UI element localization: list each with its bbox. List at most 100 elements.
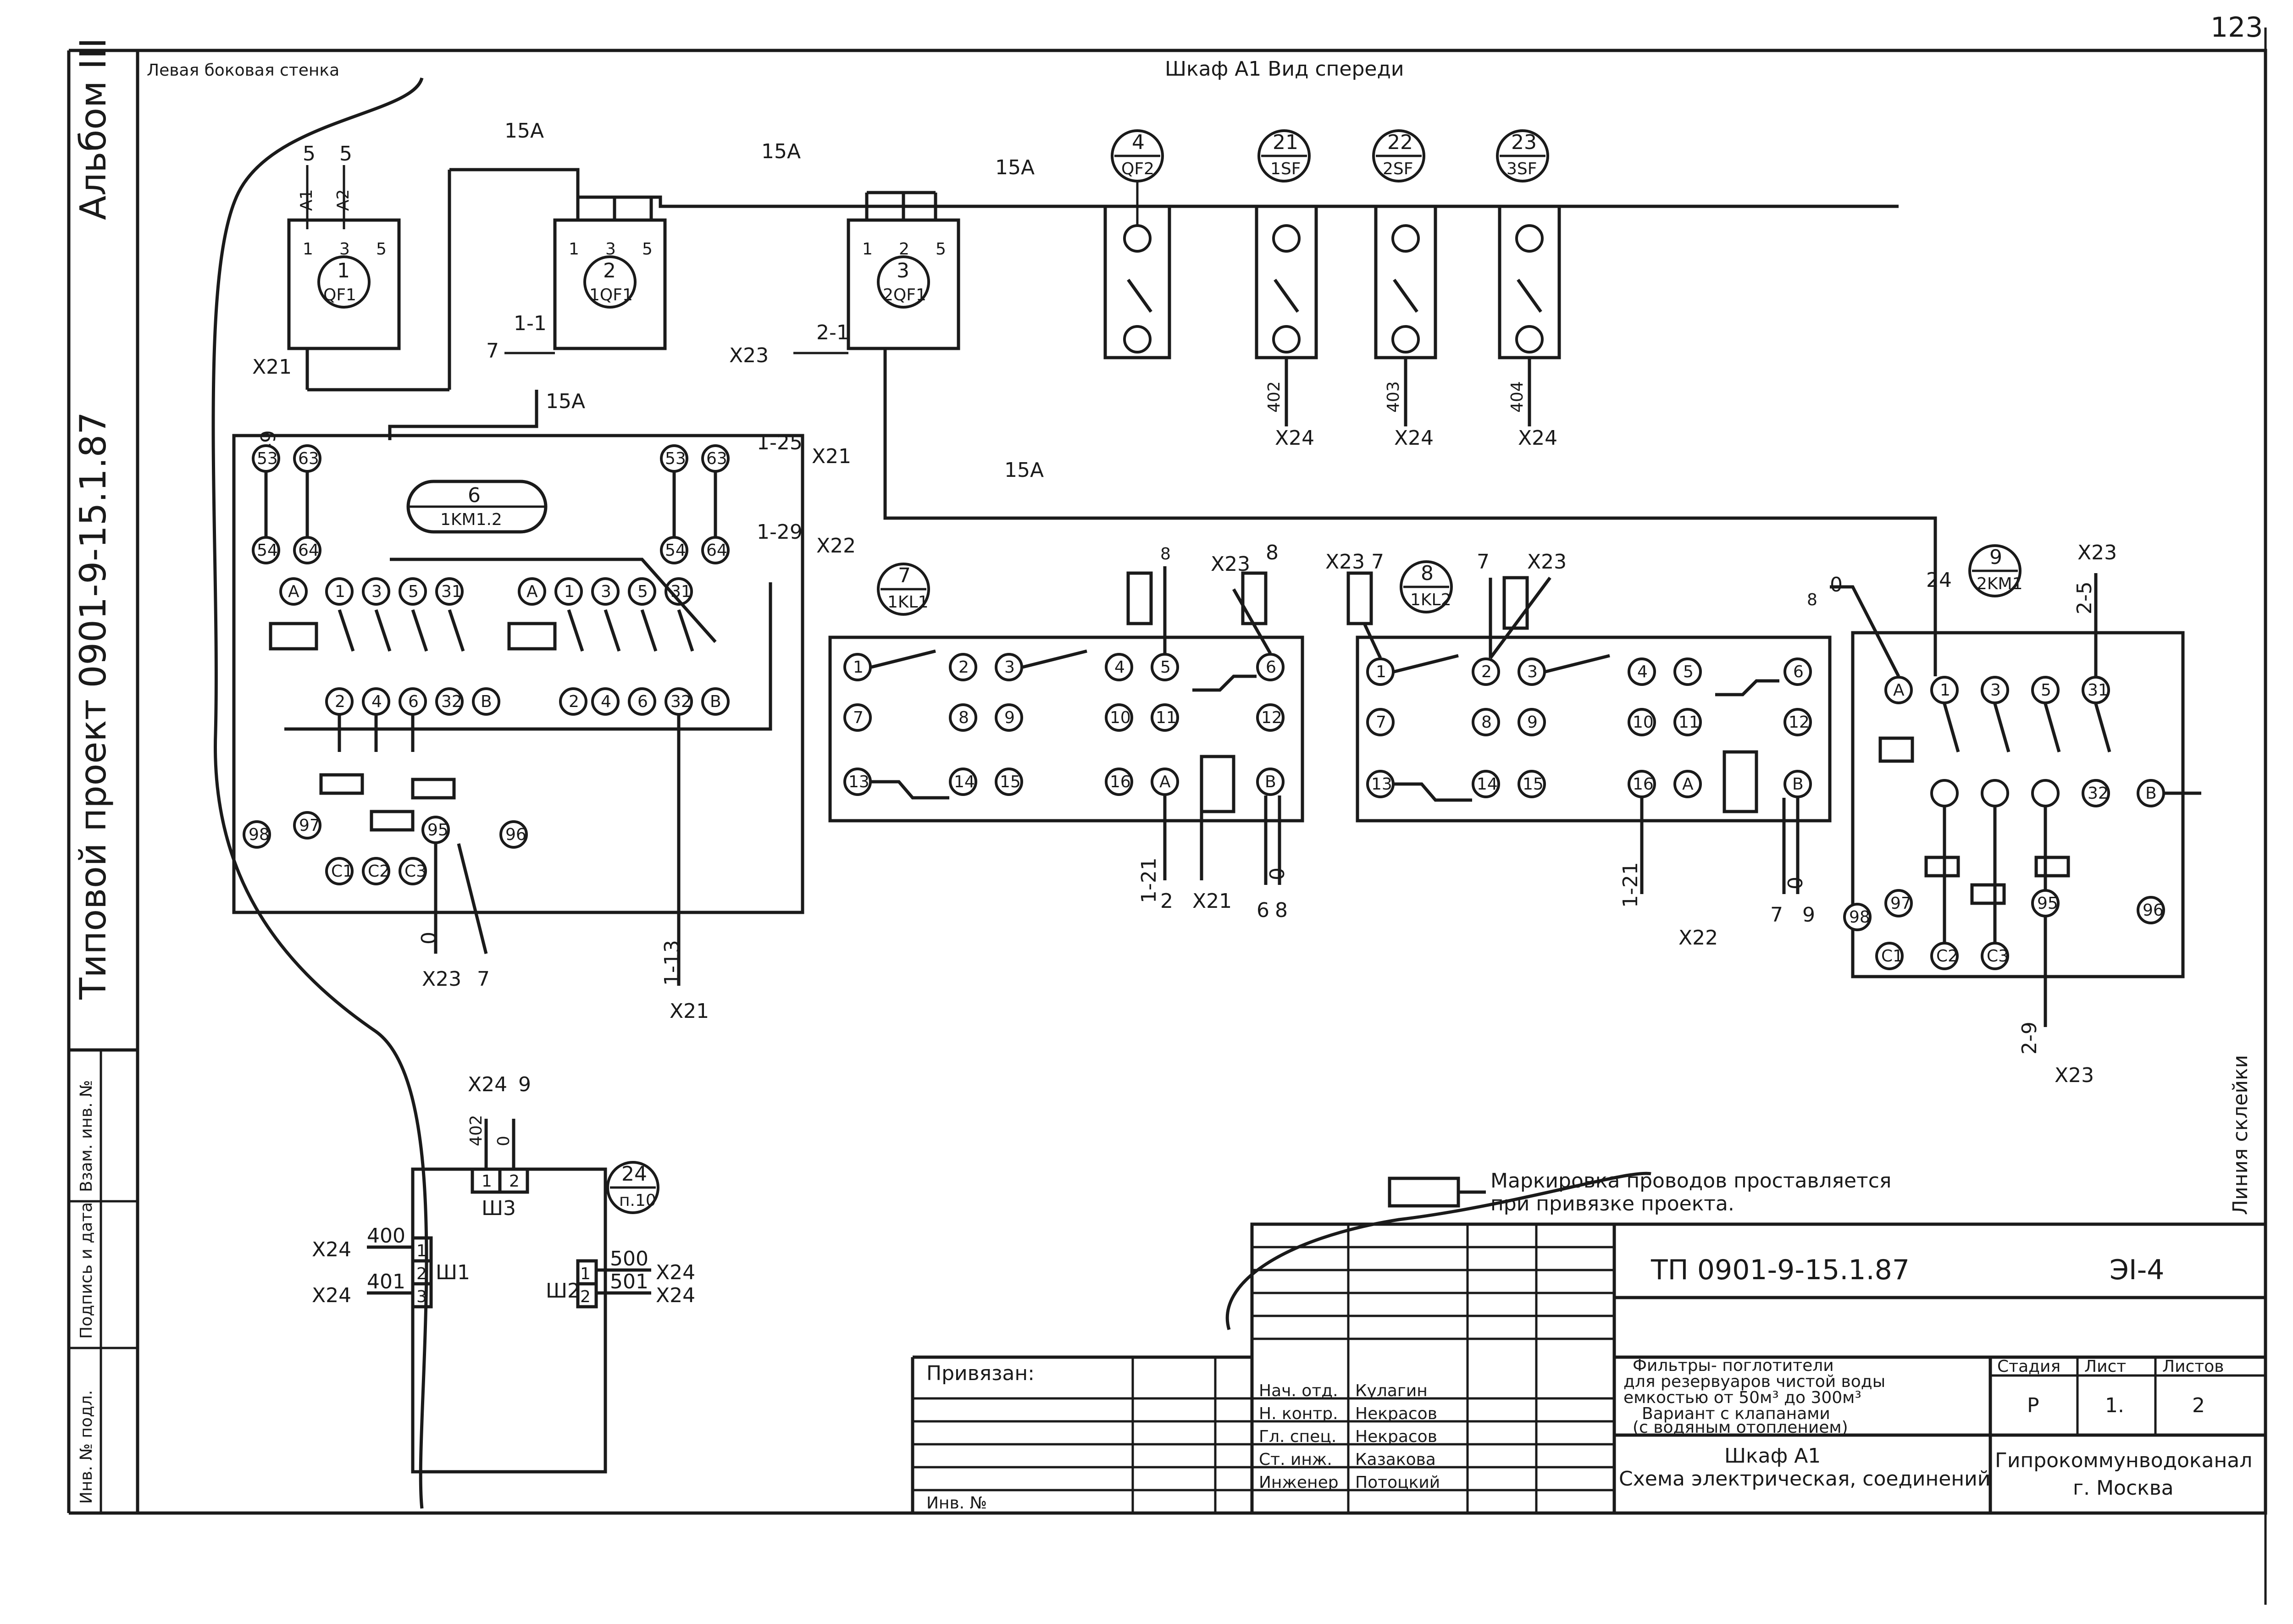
- top-note: Шкаф А1 Вид спереди: [1165, 57, 1404, 81]
- svg-text:Нач. отд.: Нач. отд.: [1259, 1381, 1338, 1400]
- svg-text:7: 7: [1770, 903, 1783, 927]
- svg-text:B: B: [1792, 775, 1804, 794]
- svg-text:54: 54: [257, 541, 278, 560]
- svg-text:8: 8: [1421, 562, 1434, 585]
- svg-text:4: 4: [1637, 663, 1648, 681]
- svg-text:X23: X23: [422, 967, 461, 991]
- svg-text:1KM1.2: 1KM1.2: [440, 510, 502, 529]
- svg-text:X24: X24: [1275, 426, 1314, 450]
- breaker-3sf: 23 3SF 404 X24: [1496, 129, 1561, 450]
- svg-text:X24: X24: [312, 1238, 351, 1261]
- svg-text:3: 3: [371, 582, 382, 601]
- svg-text:C3: C3: [1987, 947, 2009, 966]
- svg-text:6: 6: [637, 692, 648, 711]
- panel-cut-outline: [1225, 1171, 1651, 1331]
- svg-text:Казакова: Казакова: [1355, 1450, 1436, 1469]
- svg-text:2-9: 2-9: [2018, 1022, 2041, 1055]
- svg-text:X24: X24: [656, 1261, 695, 1284]
- aux-contacts-right: 53 63 54 64: [660, 444, 730, 564]
- svg-text:3: 3: [1004, 658, 1015, 677]
- svg-text:31: 31: [2088, 681, 2109, 700]
- svg-text:X21: X21: [812, 445, 851, 468]
- svg-text:Схема электрическая, соединени: Схема электрическая, соединений: [1619, 1467, 1990, 1491]
- svg-text:402: 402: [1265, 381, 1284, 413]
- svg-text:A: A: [1893, 681, 1905, 700]
- svg-text:1-21: 1-21: [1137, 857, 1161, 903]
- relay-1kl1: 7 1KL1: [828, 563, 1304, 823]
- main-bus: [449, 168, 1899, 208]
- svg-text:Фильтры- поглотители: Фильтры- поглотители: [1633, 1356, 1834, 1375]
- svg-text:5: 5: [408, 582, 419, 601]
- svg-text:12: 12: [1789, 713, 1810, 732]
- svg-text:21: 21: [1273, 131, 1298, 154]
- svg-text:10: 10: [1110, 708, 1131, 727]
- svg-text:для резервуаров чистой воды: для резервуаров чистой воды: [1623, 1372, 1885, 1391]
- svg-text:11: 11: [1156, 708, 1177, 727]
- svg-text:Р: Р: [2027, 1394, 2039, 1417]
- svg-text:1KL1: 1KL1: [887, 593, 928, 612]
- relay-1kl2: 8 1KL2: [1356, 560, 1832, 823]
- svg-text:3SF: 3SF: [1507, 160, 1537, 178]
- svg-text:Стадия: Стадия: [1997, 1357, 2060, 1376]
- svg-text:95: 95: [427, 821, 449, 840]
- svg-text:1SF: 1SF: [1270, 160, 1301, 178]
- svg-text:Инженер: Инженер: [1259, 1473, 1339, 1492]
- relay-1kl2-pins: 1 2 3 4 5 6 7 8 9 10 11 12 13 14 15 16 A…: [1366, 657, 1812, 798]
- svg-text:Листов: Листов: [2162, 1357, 2224, 1376]
- svg-text:53: 53: [665, 449, 686, 468]
- svg-text:Гипрокоммунводоканал: Гипрокоммунводоканал: [1995, 1449, 2252, 1472]
- svg-text:1: 1: [482, 1172, 492, 1191]
- svg-text:X24: X24: [312, 1284, 351, 1307]
- svg-text:X22: X22: [1678, 926, 1718, 950]
- svg-text:3: 3: [1990, 681, 2001, 700]
- svg-text:1KL2: 1KL2: [1410, 591, 1451, 609]
- doc-code: ТП 0901-9-15.1.87: [1651, 1254, 1910, 1286]
- svg-text:32: 32: [441, 692, 462, 711]
- svg-text:14: 14: [954, 773, 975, 791]
- svg-text:1.: 1.: [2105, 1394, 2124, 1417]
- svg-text:B: B: [481, 692, 492, 711]
- svg-text:Ш1: Ш1: [436, 1261, 470, 1284]
- svg-text:5: 5: [303, 142, 316, 166]
- svg-text:Ш2: Ш2: [546, 1279, 580, 1303]
- svg-text:54: 54: [665, 541, 686, 560]
- svg-text:(с водяным отоплением): (с водяным отоплением): [1633, 1418, 1848, 1437]
- svg-text:1-13: 1-13: [660, 940, 684, 986]
- svg-text:X23: X23: [729, 344, 769, 367]
- svg-text:32: 32: [2088, 784, 2109, 803]
- svg-text:C3: C3: [404, 862, 426, 881]
- svg-text:8: 8: [1160, 545, 1171, 563]
- svg-text:5: 5: [1683, 663, 1694, 681]
- svg-text:X22: X22: [816, 534, 856, 558]
- svg-text:5: 5: [936, 240, 946, 259]
- side-field-3: Взам. инв. №: [77, 1080, 96, 1192]
- sheet-code: ЭI-4: [2110, 1254, 2164, 1286]
- bound-label: Привязан:: [926, 1362, 1035, 1385]
- svg-text:1: 1: [303, 240, 313, 259]
- svg-text:9: 9: [1989, 546, 2002, 569]
- svg-text:2: 2: [416, 1265, 427, 1283]
- wire-size-3: 15А: [995, 156, 1035, 179]
- svg-text:5: 5: [637, 582, 648, 601]
- svg-text:1: 1: [862, 240, 873, 259]
- svg-text:15: 15: [1000, 773, 1021, 791]
- svg-text:A: A: [1682, 775, 1694, 794]
- svg-text:7: 7: [1371, 550, 1384, 574]
- svg-text:QF1: QF1: [323, 286, 356, 304]
- svg-text:3: 3: [897, 259, 909, 282]
- svg-text:5: 5: [376, 240, 387, 259]
- svg-text:X23: X23: [1325, 550, 1365, 574]
- svg-text:23: 23: [1511, 131, 1537, 154]
- svg-text:9: 9: [1004, 708, 1015, 727]
- svg-text:9: 9: [1527, 713, 1538, 732]
- svg-text:C1: C1: [331, 862, 353, 881]
- svg-text:C2: C2: [1936, 947, 1958, 966]
- svg-text:8: 8: [1266, 541, 1279, 564]
- svg-text:X24: X24: [1518, 426, 1557, 450]
- svg-text:Некрасов: Некрасов: [1355, 1427, 1437, 1446]
- svg-text:6: 6: [1266, 658, 1276, 677]
- svg-text:X23: X23: [1527, 550, 1567, 574]
- svg-text:6: 6: [1793, 663, 1804, 681]
- svg-text:A: A: [526, 582, 538, 601]
